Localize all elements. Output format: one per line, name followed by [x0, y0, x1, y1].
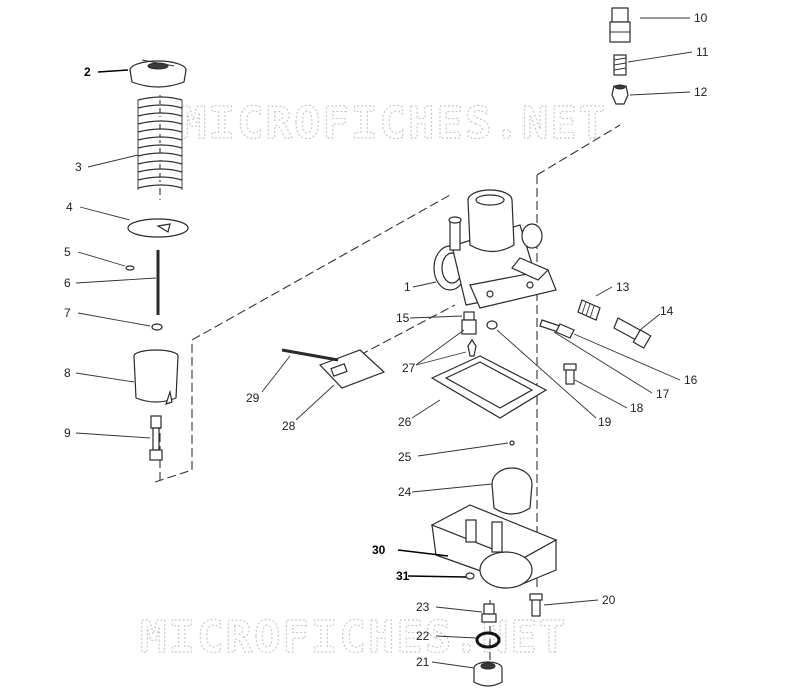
part-7-washer	[151, 323, 163, 331]
watermark-top: MICROFICHES.NET	[180, 98, 607, 149]
callout-7: 7	[64, 306, 71, 320]
part-4-plate	[127, 218, 189, 238]
callout-10: 10	[694, 11, 708, 25]
part-25-pin	[509, 440, 515, 446]
part-31-fitting	[465, 572, 475, 580]
callout-14: 14	[660, 304, 674, 318]
part-22-o-ring	[475, 631, 501, 649]
callout-12: 12	[694, 85, 708, 99]
callout-17: 17	[656, 387, 670, 401]
callout-11: 11	[696, 45, 709, 59]
part-21-drain-plug	[473, 661, 503, 687]
part-23-jet	[481, 603, 497, 623]
part-15-needle-jet	[461, 311, 477, 335]
callout-2: 2	[84, 65, 91, 79]
callout-23: 23	[416, 600, 430, 614]
part-16-air-screw	[539, 319, 575, 339]
callout-15: 15	[396, 311, 410, 325]
callout-6: 6	[64, 276, 71, 290]
part-29-rod	[281, 348, 339, 362]
leader-lines	[75, 17, 693, 669]
part-14-screw	[613, 317, 652, 349]
callout-4: 4	[66, 200, 73, 214]
callout-19: 19	[598, 415, 612, 429]
part-2-cap	[129, 59, 187, 88]
callout-1: 1	[404, 280, 411, 294]
callout-5: 5	[64, 245, 71, 259]
part-20-screw	[529, 593, 543, 617]
part-26-gasket	[430, 355, 548, 419]
part-30-float-bowl	[430, 504, 558, 589]
callout-3: 3	[75, 160, 82, 174]
part-3-spring	[137, 96, 183, 190]
callout-8: 8	[64, 366, 71, 380]
part-9-screw	[149, 415, 163, 461]
part-13-spring	[577, 299, 601, 321]
callout-16: 16	[684, 373, 698, 387]
part-10-fitting	[609, 7, 631, 43]
part-8-slide	[133, 349, 179, 405]
callout-13: 13	[616, 280, 630, 294]
callout-31: 31	[396, 569, 410, 583]
callout-27: 27	[402, 361, 416, 375]
watermark-bottom: MICROFICHES.NET	[140, 612, 567, 663]
callout-28: 28	[282, 419, 296, 433]
callout-25: 25	[398, 450, 412, 464]
part-18-screw	[563, 363, 577, 385]
part-1-carburetor-body	[433, 189, 557, 309]
part-12-cap	[611, 84, 629, 105]
part-27-main-jet	[467, 338, 477, 357]
part-28-plate	[318, 349, 386, 389]
callout-labels: 2 3 4 5 6 7 8 9 10 11 12 1 13 14 15 16 1…	[64, 11, 709, 669]
part-24-float	[491, 467, 533, 515]
callout-20: 20	[602, 593, 616, 607]
part-11-spring	[613, 54, 627, 76]
callout-22: 22	[416, 629, 430, 643]
callout-30: 30	[372, 543, 386, 557]
callout-24: 24	[398, 485, 412, 499]
callout-26: 26	[398, 415, 412, 429]
part-19-o-ring	[486, 320, 498, 330]
part-5-clip	[125, 265, 135, 271]
callout-21: 21	[416, 655, 430, 669]
callout-29: 29	[246, 391, 260, 405]
callout-9: 9	[64, 426, 71, 440]
callout-18: 18	[630, 401, 644, 415]
